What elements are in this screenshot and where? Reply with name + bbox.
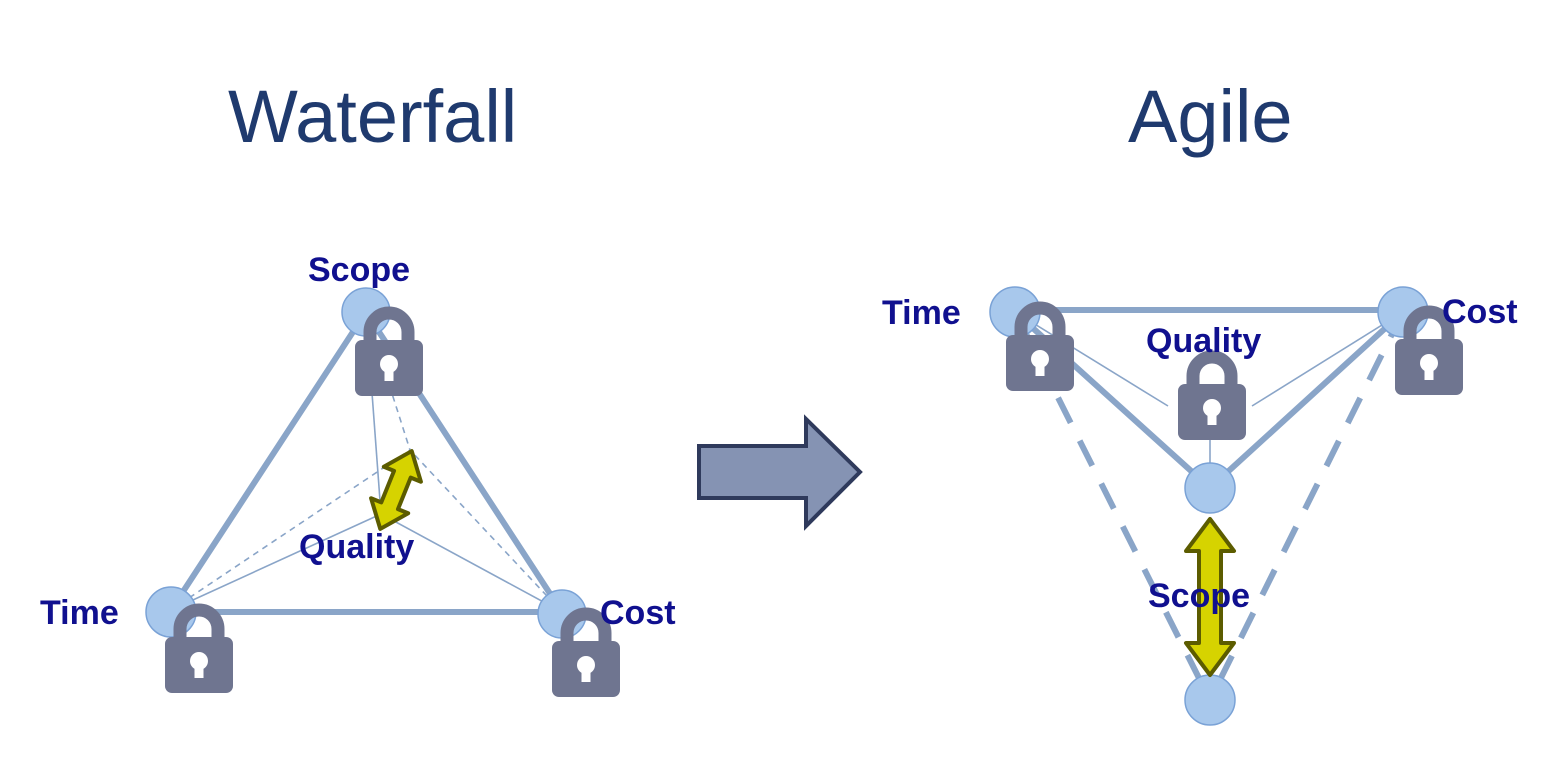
waterfall-label-time: Time [40, 594, 119, 632]
lock-icon [1006, 308, 1074, 391]
agile-dashed-edge-cost-scope [1207, 310, 1406, 702]
agile-label-scope: Scope [1148, 577, 1250, 615]
waterfall-label-quality: Quality [299, 528, 414, 566]
agile-thin-time-center [1014, 311, 1169, 407]
right-arrow-icon [697, 414, 863, 531]
lock-icon [355, 313, 423, 396]
waterfall-dashed-cost-shift [409, 449, 563, 613]
agile-label-quality: Quality [1146, 322, 1261, 360]
waterfall-diagram: Scope Time Cost Quality [40, 251, 676, 697]
agile-edge-cost-quality [1207, 309, 1406, 491]
waterfall-title: Waterfall [228, 75, 518, 158]
agile-diagram: Time Cost Quality Scope [882, 286, 1518, 726]
agile-label-time: Time [882, 294, 961, 332]
waterfall-dashed-time-shift [170, 449, 411, 611]
double-arrow-icon [1184, 517, 1236, 677]
waterfall-label-cost: Cost [600, 594, 676, 632]
agile-thin-cost-center [1251, 311, 1404, 407]
waterfall-edge-time-quality [170, 513, 382, 611]
double-arrow-icon [369, 449, 423, 531]
agile-node-quality [1184, 462, 1236, 514]
agile-label-cost: Cost [1442, 293, 1518, 331]
waterfall-edge-scope-time [168, 309, 369, 613]
lock-icon [1178, 357, 1246, 440]
waterfall-edge-cost-quality [380, 513, 563, 613]
waterfall-label-scope: Scope [308, 251, 410, 289]
agile-node-scope [1184, 674, 1236, 726]
lock-icon [165, 610, 233, 693]
agile-title: Agile [1128, 75, 1293, 158]
